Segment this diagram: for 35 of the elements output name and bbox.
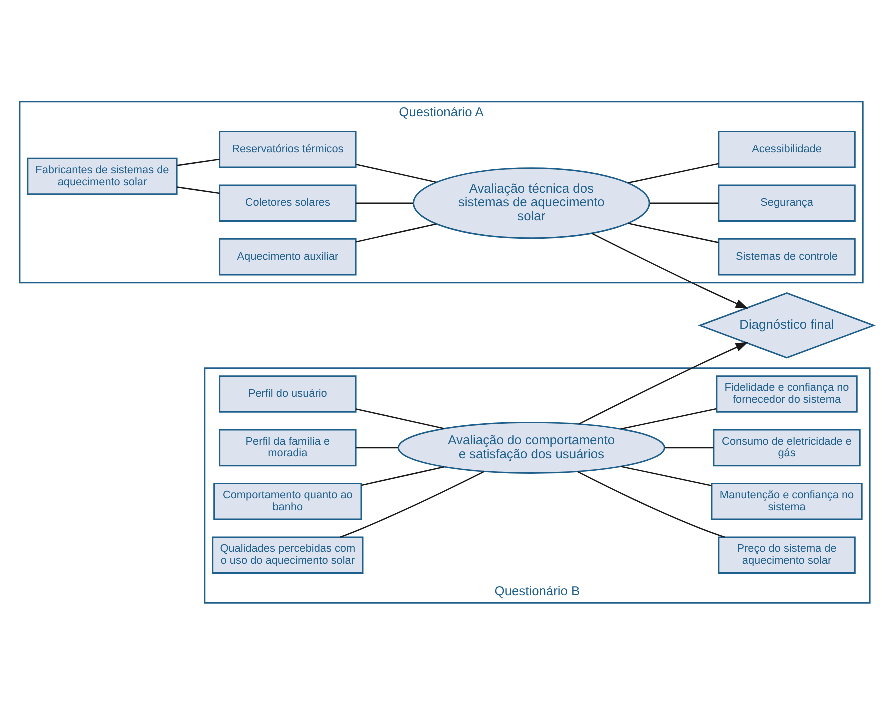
connector	[177, 158, 220, 166]
node-box: Preço do sistema de aquecimento solar	[718, 536, 856, 574]
arrow	[578, 342, 748, 425]
connector	[664, 447, 714, 449]
node-box: Perfil da família e moradia	[219, 429, 357, 467]
node-box: Qualidades percebidas com o uso do aquecimento solar	[212, 536, 364, 574]
node-box: Reservatórios térmicos	[219, 131, 357, 168]
node-diamond: Diagnóstico final	[698, 292, 876, 359]
connector	[650, 202, 719, 204]
connector	[628, 163, 720, 184]
connector	[356, 202, 414, 204]
node-box: Comportamento quanto ao banho	[214, 483, 362, 520]
node-box: Coletores solares	[219, 184, 357, 222]
connector	[356, 447, 398, 449]
connector	[356, 224, 437, 243]
connector	[356, 408, 444, 430]
node-box: Segurança	[718, 184, 856, 222]
node-box: Perfil do usuário	[219, 376, 357, 413]
connector	[177, 186, 220, 194]
node-box: Sistemas de controle	[718, 238, 856, 276]
connector	[621, 408, 717, 430]
connector	[577, 471, 725, 538]
node-box: Acessibilidade	[718, 131, 856, 168]
node-box: Fidelidade e confiança no fornecedor do sistema	[716, 376, 858, 413]
connector	[356, 164, 437, 184]
connector	[628, 223, 720, 244]
node-box: Aquecimento auxiliar	[219, 238, 357, 276]
arrow	[592, 233, 748, 309]
connector	[362, 466, 444, 486]
node-ellipse: Avaliação técnica dos sistemas de aquecimento solar	[413, 168, 650, 240]
node-ellipse: Avaliação do comportamento e satisfação dos usuários	[398, 422, 666, 474]
node-box: Manutenção e confiança no sistema	[711, 483, 863, 520]
node-box: Fabricantes de sistemas de aquecimento solar	[27, 158, 178, 196]
connector	[621, 466, 712, 487]
node-box: Consumo de eletricidade e gás	[713, 429, 861, 467]
